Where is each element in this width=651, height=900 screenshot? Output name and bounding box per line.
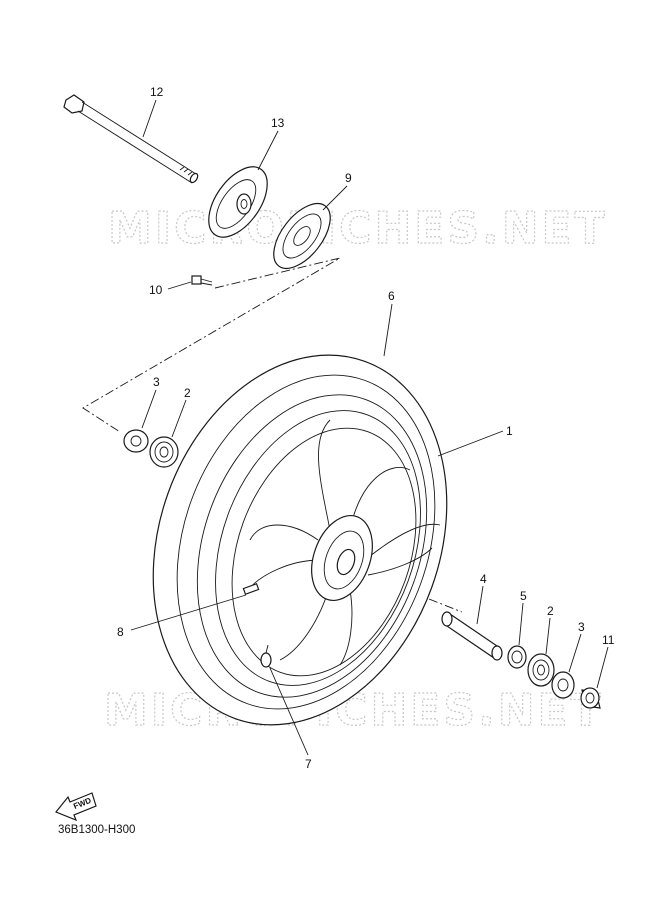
- callout-3-right: 3: [578, 620, 585, 634]
- disc-part: [273, 203, 331, 269]
- callout-2-left: 2: [184, 386, 191, 400]
- collar-part: [208, 166, 268, 238]
- spacer-part: [441, 611, 503, 661]
- callout-11: 11: [602, 633, 615, 647]
- fwd-arrow-icon: FWD: [55, 792, 97, 822]
- wheel-assembly: [152, 354, 448, 726]
- axle-part: [63, 94, 199, 184]
- callout-9: 9: [345, 171, 352, 185]
- callout-13: 13: [271, 116, 285, 130]
- leader-lines: [130, 99, 609, 756]
- watermark-top: MICROFICHES.NET: [108, 203, 608, 254]
- bolt-part: [191, 275, 213, 286]
- bearing-right: [527, 653, 555, 687]
- assembly-line-left: [82, 257, 341, 433]
- oil-seal-right-inner: [507, 645, 527, 669]
- callout-1: 1: [506, 424, 513, 438]
- callout-6: 6: [388, 289, 395, 303]
- callout-5: 5: [520, 589, 527, 603]
- callout-3-left: 3: [153, 375, 160, 389]
- callout-4: 4: [480, 572, 487, 586]
- callout-7: 7: [305, 757, 312, 771]
- drawing-code: 36B1300-H300: [58, 824, 136, 836]
- callout-2-right: 2: [547, 604, 554, 618]
- callout-8: 8: [117, 625, 124, 639]
- oil-seal-left: [123, 429, 149, 453]
- oil-seal-right: [551, 671, 575, 699]
- callout-12: 12: [150, 85, 164, 99]
- callout-10: 10: [149, 283, 163, 297]
- bearing-left: [149, 436, 179, 468]
- collar-right: [580, 687, 601, 709]
